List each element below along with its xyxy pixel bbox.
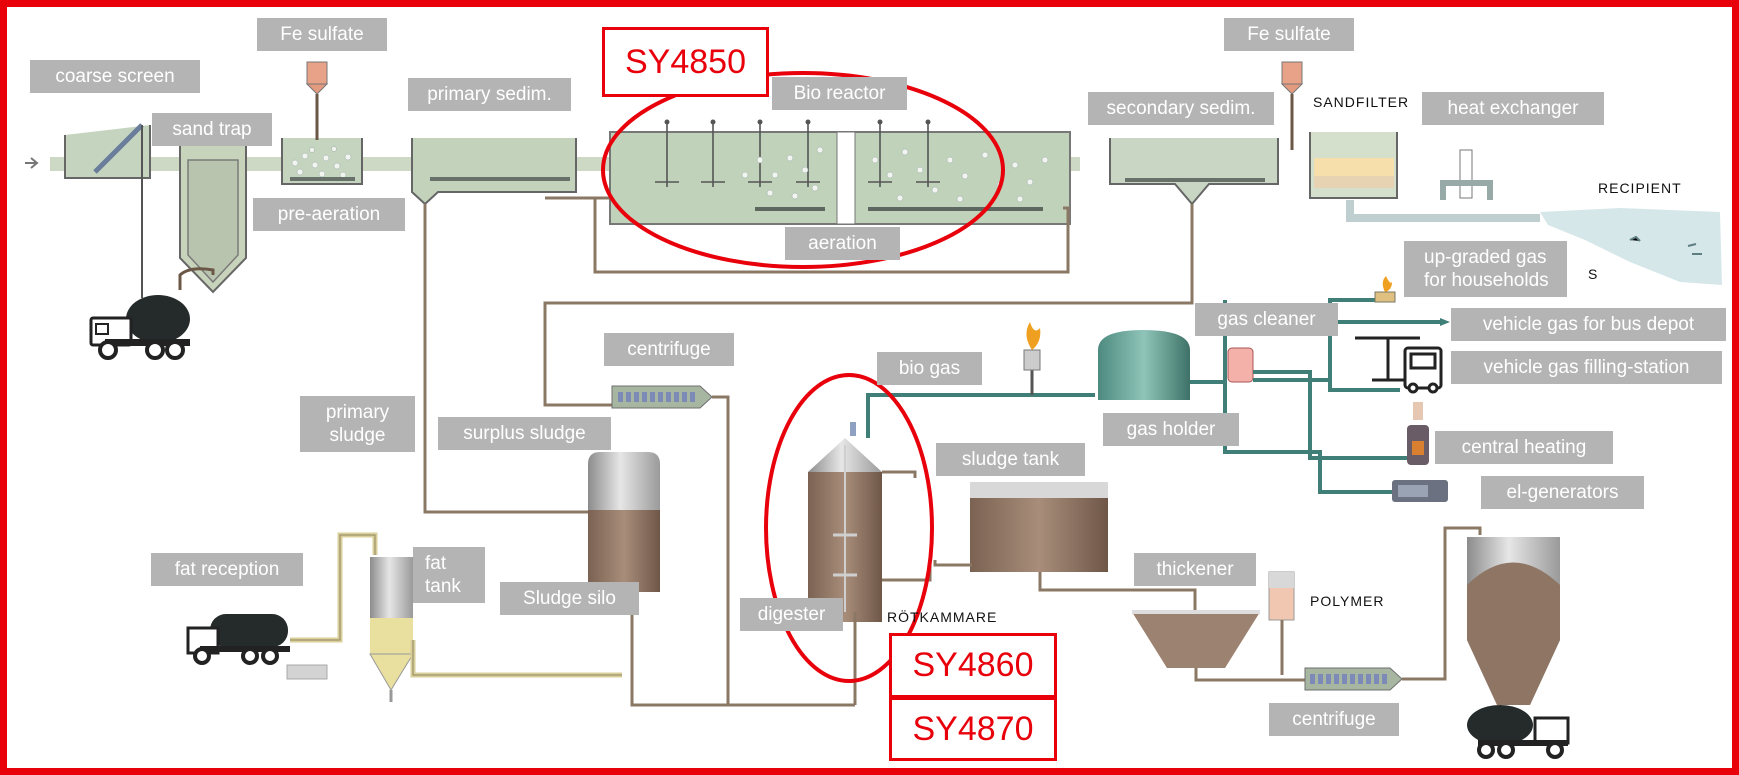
text-polymer: POLYMER xyxy=(1310,593,1385,609)
label-centrifuge-bottom: centrifuge xyxy=(1269,703,1399,736)
sludge-tank xyxy=(882,470,1197,612)
label-vehicle-gas-bus: vehicle gas for bus depot xyxy=(1451,308,1726,341)
digester-highlight xyxy=(764,373,934,683)
label-thickener: thickener xyxy=(1134,553,1256,586)
label-fe-sulfate-left: Fe sulfate xyxy=(257,18,387,51)
label-fat-tank: fat tank xyxy=(413,547,485,603)
code-box-sy4860: SY4860 xyxy=(889,633,1057,698)
sand-trap-unit xyxy=(178,144,247,294)
label-central-heating: central heating xyxy=(1435,431,1613,464)
heat-exchanger-unit xyxy=(1346,149,1540,222)
fat-tank xyxy=(369,557,622,702)
coarse-screen-unit xyxy=(64,123,151,298)
label-aeration: aeration xyxy=(785,227,900,260)
bio-reactor-tank xyxy=(609,119,1071,225)
label-fat-reception: fat reception xyxy=(151,553,303,586)
label-secondary-sedim: secondary sedim. xyxy=(1088,92,1274,125)
label-sand-trap: sand trap xyxy=(152,113,272,146)
el-generator-icon xyxy=(1392,480,1448,502)
truck-icon-screenings xyxy=(89,295,190,360)
label-fat-tank-line1: fat xyxy=(425,553,447,574)
household-burner-icon xyxy=(1374,276,1396,303)
label-bio-gas: bio gas xyxy=(877,352,982,385)
label-digester: digester xyxy=(740,598,843,631)
label-vehicle-gas-station: vehicle gas filling-station xyxy=(1451,351,1722,384)
label-upgraded-gas-line1: up-graded gas xyxy=(1424,247,1547,268)
label-upgraded-gas-line2: for households xyxy=(1424,270,1549,291)
return-sludge-pipes xyxy=(423,196,1194,514)
label-gas-cleaner: gas cleaner xyxy=(1195,303,1338,336)
digester-tank xyxy=(808,422,882,705)
label-primary-sludge-line1: primary xyxy=(325,402,390,423)
biogas-pipe xyxy=(866,322,1095,438)
label-bio-reactor: Bio reactor xyxy=(772,77,907,110)
centrifuge-top xyxy=(611,385,730,705)
label-primary-sludge-line2: sludge xyxy=(329,425,386,446)
centrifuge-bottom xyxy=(1304,526,1482,691)
sludge-hopper xyxy=(1467,537,1560,705)
label-el-generators: el-generators xyxy=(1481,476,1644,509)
code-box-sy4850: SY4850 xyxy=(602,27,769,97)
pre-aeration-tank xyxy=(281,61,363,185)
sand-filter-unit xyxy=(1309,132,1398,199)
label-sludge-tank: sludge tank xyxy=(936,443,1085,476)
code-box-sy4870: SY4870 xyxy=(889,697,1057,761)
text-sandfilter: SANDFILTER xyxy=(1313,94,1410,110)
label-gas-holder: gas holder xyxy=(1103,413,1239,446)
text-recipient: RECIPIENT xyxy=(1598,180,1682,196)
primary-sedimentation-tank xyxy=(411,138,577,206)
sludge-silo xyxy=(588,452,855,707)
label-surplus-sludge: surplus sludge xyxy=(438,417,611,450)
fat-reception-truck xyxy=(186,532,378,680)
text-rotkammare: RÖTKAMMARE xyxy=(887,609,998,625)
label-primary-sedim: primary sedim. xyxy=(408,78,571,111)
label-coarse-screen: coarse screen xyxy=(30,60,200,93)
polymer-tank xyxy=(1268,571,1295,675)
label-fe-sulfate-right: Fe sulfate xyxy=(1224,18,1354,51)
truck-icon-sludge xyxy=(1467,705,1570,759)
bus-filling-station-icon xyxy=(1355,336,1443,394)
bio-reactor-highlight xyxy=(601,71,1005,269)
text-partial-s: S xyxy=(1588,266,1599,282)
central-heating-icon xyxy=(1407,402,1429,465)
secondary-sedimentation-tank xyxy=(1109,61,1304,206)
label-heat-exchanger: heat exchanger xyxy=(1422,92,1604,125)
thickener-unit xyxy=(1132,610,1305,682)
label-fat-tank-line2: tank xyxy=(425,576,461,597)
recipient-water xyxy=(1540,208,1722,285)
gas-cleaner-unit xyxy=(1227,298,1450,460)
label-sludge-silo: Sludge silo xyxy=(500,582,639,615)
label-primary-sludge: primary sludge xyxy=(300,396,415,452)
label-centrifuge-top: centrifuge xyxy=(604,333,734,366)
label-upgraded-gas: up-graded gas for households xyxy=(1404,241,1567,297)
label-pre-aeration: pre-aeration xyxy=(253,198,405,231)
